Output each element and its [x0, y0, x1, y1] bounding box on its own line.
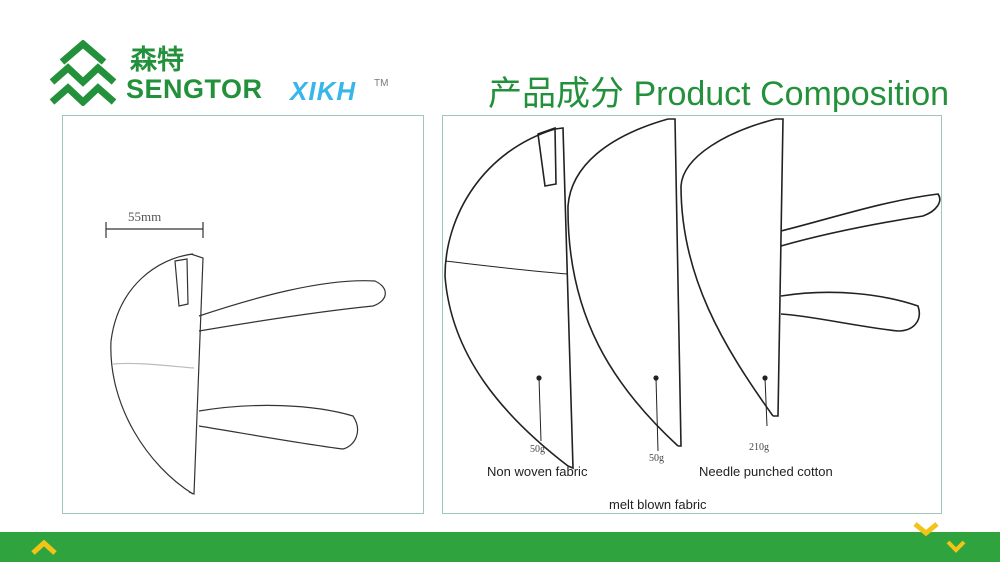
- layer-weight-3: 210g: [749, 442, 769, 453]
- layer-name-3: Needle punched cotton: [699, 464, 833, 479]
- layer-melt-blown-shape: [567, 118, 679, 447]
- mask-layers-drawing: [444, 118, 941, 470]
- layer-name-1: Non woven fabric: [487, 464, 588, 479]
- brand-name-chinese: 森特: [130, 45, 184, 76]
- trademark-symbol: TM: [374, 78, 389, 89]
- layer-weight-1: 50g: [530, 444, 545, 455]
- layer-name-2: melt blown fabric: [609, 497, 707, 512]
- footer-bar: [0, 532, 1000, 562]
- brand-name-english: SENGTOR: [126, 74, 263, 104]
- sengtor-mountain-logo-icon: [49, 40, 117, 106]
- product-composition-panel: 50g Non woven fabric 50g melt blown fabr…: [442, 115, 942, 514]
- partner-logo: XIKH: [290, 76, 357, 106]
- chevron-up-icon: [31, 539, 57, 555]
- dimension-label: 55mm: [128, 209, 162, 224]
- layer-needle-punched-shape: [680, 118, 777, 417]
- chevron-down-double-icon: [913, 522, 966, 553]
- mask-side-view-panel: 55mm: [62, 115, 424, 514]
- layer-weight-2: 50g: [649, 453, 664, 464]
- mask-side-view-drawing: [105, 222, 386, 495]
- layer-non-woven-shape: [444, 128, 569, 467]
- page-title: 产品成分 Product Composition: [488, 75, 950, 113]
